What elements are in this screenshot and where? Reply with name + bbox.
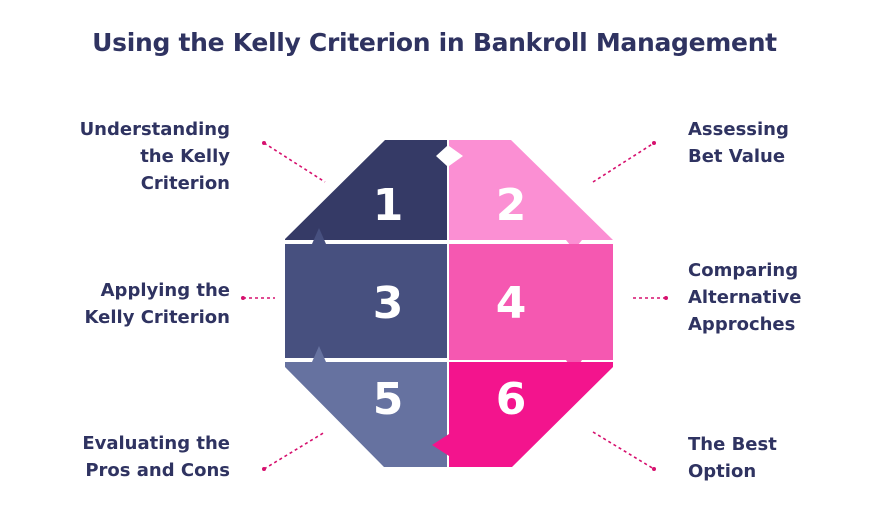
segment-6-number: 6 — [496, 374, 527, 425]
connector-5-dot — [262, 467, 266, 471]
connector-1-dot — [262, 141, 266, 145]
connector-6 — [592, 431, 655, 470]
segment-2-number: 2 — [496, 180, 527, 231]
connector-2-dot — [652, 141, 656, 145]
segment-2-shape — [449, 140, 613, 250]
segment-3-shape — [285, 228, 447, 358]
segment-6-label: The Best Option — [688, 434, 777, 482]
segment-5-number: 5 — [373, 374, 404, 425]
connector-6-dot — [652, 467, 656, 471]
segment-2-label: Assessing Bet Value — [688, 119, 789, 167]
segment-4-number: 4 — [496, 278, 527, 329]
connector-3-dot — [241, 296, 245, 300]
page-title: Using the Kelly Criterion in Bankroll Ma… — [92, 28, 777, 57]
connector-1 — [263, 142, 326, 183]
connector-5 — [263, 431, 326, 470]
segment-5-shape — [285, 346, 447, 467]
segment-1-label: Understanding the Kelly Criterion — [79, 119, 230, 194]
segment-5-label: Evaluating the Pros and Cons — [82, 433, 230, 481]
connector-2 — [592, 142, 655, 183]
segment-1-number: 1 — [373, 180, 404, 231]
segment-3-number: 3 — [373, 278, 404, 329]
segment-6-shape — [432, 362, 613, 467]
segment-4-shape — [449, 244, 613, 372]
segment-1-shape — [285, 140, 447, 240]
connector-4-dot — [664, 296, 668, 300]
segment-4-label: Comparing Alternative Approches — [688, 260, 802, 335]
segment-3-label: Applying the Kelly Criterion — [84, 280, 230, 328]
